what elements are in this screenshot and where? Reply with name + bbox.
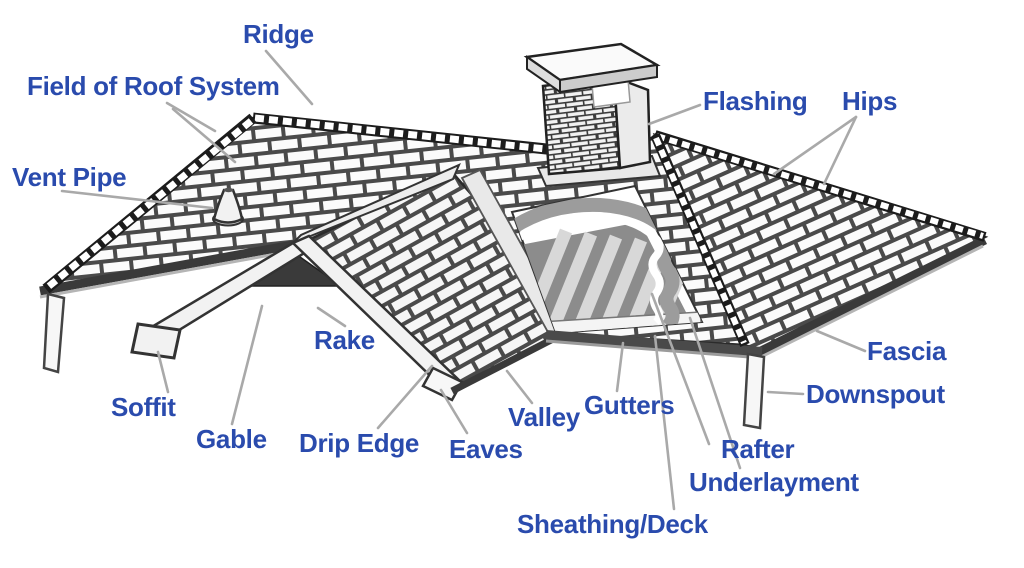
leader-gutters (615, 341, 625, 393)
gable-rake-board-foot (130, 322, 182, 360)
label-sheathing-deck: Sheathing/Deck (517, 509, 708, 539)
leader-drip-edge (376, 364, 434, 430)
label-soffit: Soffit (111, 392, 176, 422)
label-hips: Hips (842, 86, 898, 116)
right-fascia-trim (756, 244, 984, 361)
leader-fascia (815, 329, 867, 353)
leader-eaves (439, 388, 469, 435)
leader-underlayment (688, 316, 742, 470)
right-downspout (742, 352, 766, 430)
label-gutters: Gutters (584, 390, 675, 420)
leader-rake (316, 306, 347, 328)
leader-sheathing (653, 334, 676, 511)
label-ridge: Ridge (243, 19, 314, 49)
chimney (523, 42, 662, 188)
leader-flashing (647, 103, 702, 126)
leader-valley (505, 369, 534, 405)
leader-field-2 (171, 107, 237, 164)
leader-vent-pipe (60, 189, 214, 210)
leader-gable (230, 304, 264, 426)
chimney-cap-side-edge (559, 63, 658, 94)
label-underlayment: Underlayment (689, 467, 859, 497)
label-field-of-roof: Field of Roof System (27, 71, 280, 101)
leader-ridge (264, 49, 314, 106)
wing-ridge-board (292, 163, 461, 244)
leader-rafter (650, 292, 711, 446)
leader-field-1 (165, 101, 217, 133)
leader-downspout (766, 390, 805, 396)
center-gutter-trim (545, 339, 763, 360)
label-gable: Gable (196, 424, 267, 454)
leader-hips-1 (772, 115, 858, 176)
vent-pipe-shape (212, 187, 244, 227)
label-eaves: Eaves (449, 434, 523, 464)
label-vent-pipe: Vent Pipe (12, 162, 127, 192)
label-flashing: Flashing (703, 86, 808, 116)
label-fascia: Fascia (867, 336, 947, 366)
drip-edge-corner (421, 366, 464, 402)
leader-hips-2 (822, 115, 858, 186)
label-downspout: Downspout (806, 379, 945, 409)
leader-soffit (156, 350, 170, 394)
label-drip-edge: Drip Edge (299, 428, 420, 458)
label-rake: Rake (314, 325, 375, 355)
leader-lines (60, 49, 867, 511)
label-rafter: Rafter (721, 434, 795, 464)
right-fascia-band (755, 235, 987, 358)
center-gutter (545, 330, 763, 357)
left-downspout (42, 292, 66, 374)
label-valley: Valley (508, 402, 580, 432)
cap-shingle-rows (42, 112, 987, 347)
underlayment-band (512, 197, 680, 331)
